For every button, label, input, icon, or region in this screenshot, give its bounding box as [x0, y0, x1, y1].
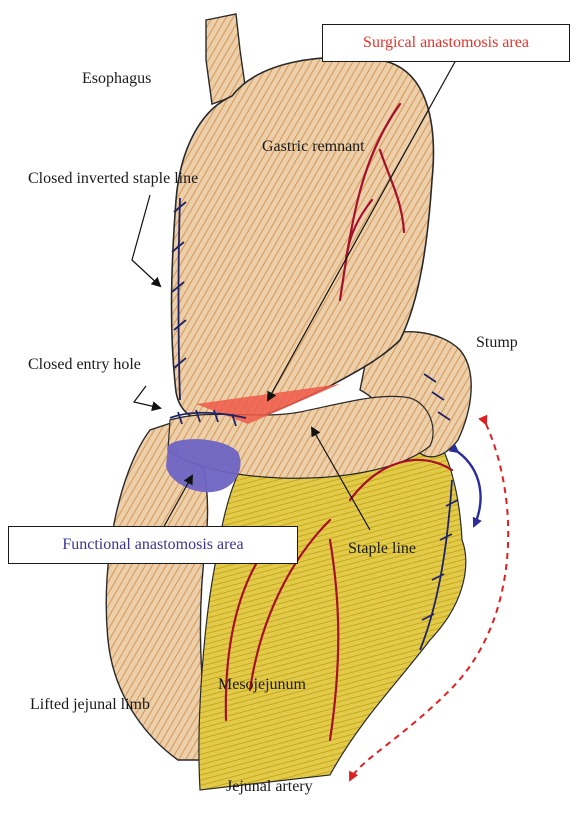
functional-anastomosis-box: Functional anastomosis area [8, 526, 298, 564]
mesojejunum-label: Mesojejunum [218, 676, 306, 694]
closed-inverted-staple-line-label: Closed inverted staple line [28, 170, 198, 188]
lifted-jejunal-limb-label: Lifted jejunal limb [30, 696, 150, 714]
esophagus-label: Esophagus [82, 70, 151, 88]
functional-anastomosis-label: Functional anastomosis area [62, 536, 243, 554]
closed-entry-hole-leader [134, 386, 160, 408]
staple-line-label: Staple line [348, 540, 416, 558]
closed-entry-hole-label: Closed entry hole [28, 356, 141, 374]
closed-inverted-staple-leader [132, 195, 160, 286]
blue-double-arrow [458, 452, 481, 526]
surgical-anastomosis-box: Surgical anastomosis area [322, 24, 570, 62]
stump-label: Stump [476, 334, 518, 352]
gastric-remnant-label: Gastric remnant [262, 138, 365, 156]
jejunal-artery-label: Jejunal artery [226, 778, 313, 796]
surgical-anastomosis-label: Surgical anastomosis area [363, 34, 529, 52]
